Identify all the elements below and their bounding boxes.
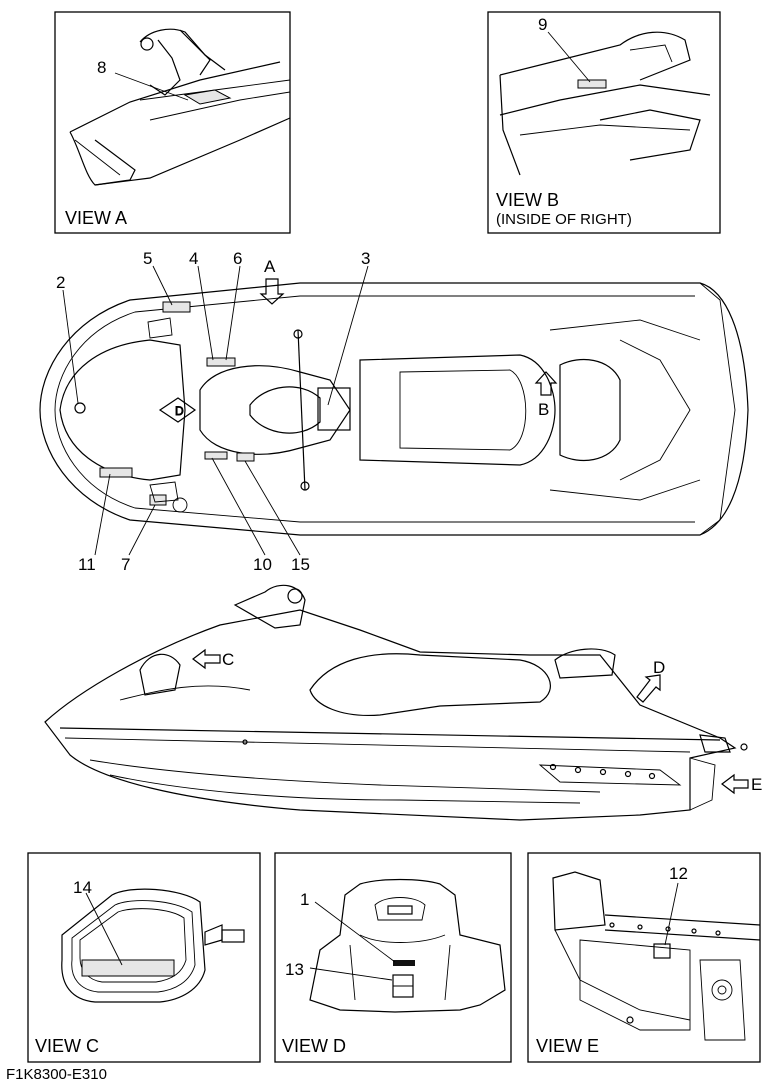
svg-text:D: D	[175, 404, 184, 418]
callout-4: 4	[189, 249, 198, 268]
callout-1: 1	[300, 890, 309, 909]
callout-14: 14	[73, 878, 92, 897]
callout-2: 2	[56, 273, 65, 292]
callout-8: 8	[97, 58, 106, 77]
view-e-label: VIEW E	[536, 1036, 599, 1056]
callout-6: 6	[233, 249, 242, 268]
top-view-watercraft: D A B	[39, 249, 749, 574]
callout-13: 13	[285, 960, 304, 979]
view-c-panel: 14 VIEW C	[27, 852, 261, 1063]
view-e-panel: 12 VIEW E	[527, 852, 761, 1063]
view-d-panel: 1 13 VIEW D	[274, 852, 512, 1063]
view-a-panel: 8 VIEW A	[54, 11, 291, 234]
callout-5: 5	[143, 249, 152, 268]
arrow-c-label: C	[222, 650, 234, 669]
figure-code: F1K8300-E310	[6, 1066, 107, 1083]
view-d-label: VIEW D	[282, 1036, 346, 1056]
view-b-panel: 9 VIEW B (INSIDE OF RIGHT)	[487, 11, 721, 234]
callout-15: 15	[291, 555, 310, 574]
view-b-sublabel: (INSIDE OF RIGHT)	[496, 211, 632, 228]
view-c-label: VIEW C	[35, 1036, 99, 1056]
callout-11: 11	[78, 555, 96, 574]
callout-9: 9	[538, 15, 547, 34]
callout-3: 3	[361, 249, 370, 268]
callout-10: 10	[253, 555, 272, 574]
view-a-label: VIEW A	[65, 208, 127, 228]
callout-12: 12	[669, 864, 688, 883]
view-b-label: VIEW B	[496, 190, 559, 210]
arrow-d-label: D	[653, 658, 665, 677]
arrow-b-label: B	[538, 400, 549, 419]
callout-7: 7	[121, 555, 130, 574]
arrow-a-label: A	[264, 257, 276, 276]
arrow-e-label: E	[751, 775, 762, 794]
side-view-watercraft: C D E	[44, 584, 762, 821]
